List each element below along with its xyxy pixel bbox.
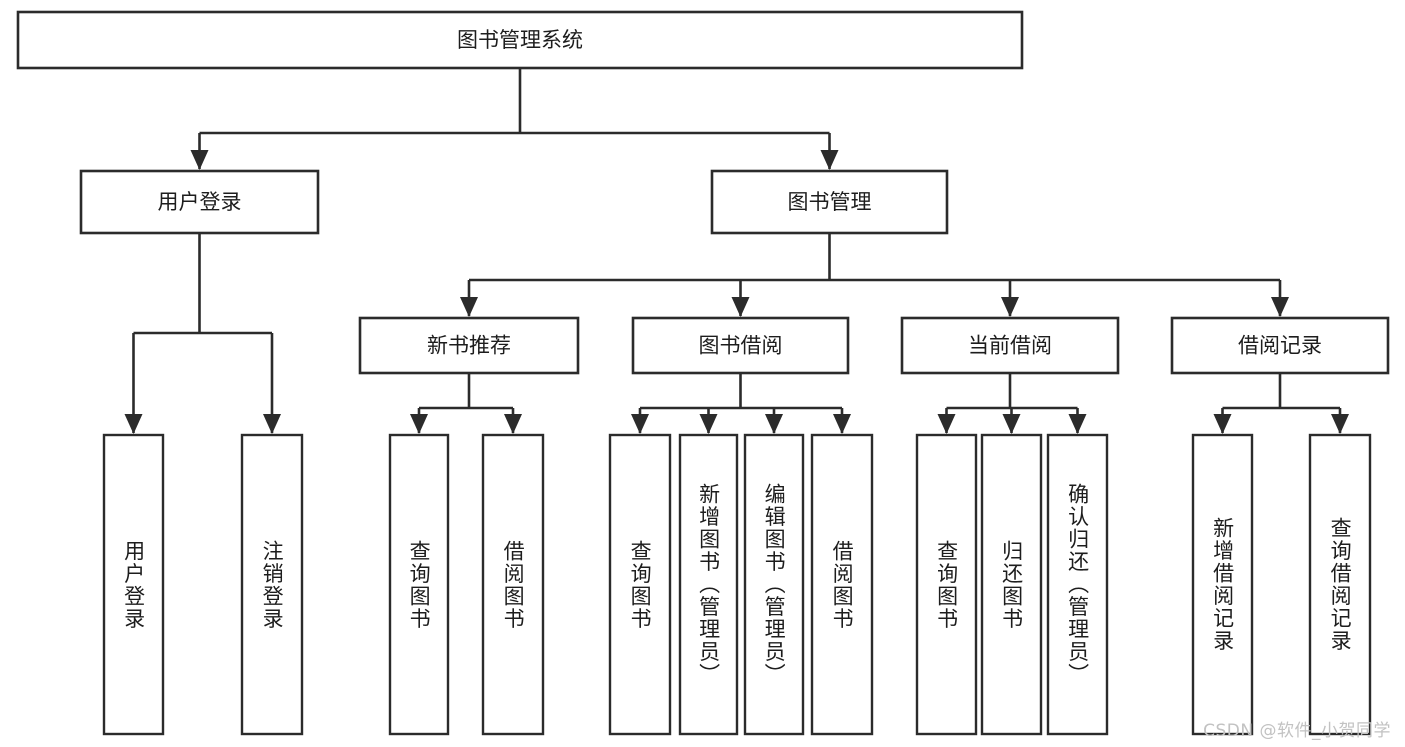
node-book-manage-label: 图书管理 xyxy=(788,190,872,214)
node-leaf-user-login[interactable] xyxy=(102,433,165,736)
node-leaf-return-book[interactable] xyxy=(980,433,1043,736)
csdn-watermark: CSDN @软件_小贺同学 xyxy=(1203,721,1391,741)
arrow-to-leaf-add-record-icon xyxy=(1213,414,1232,434)
node-leaf-edit-book[interactable] xyxy=(743,433,805,736)
node-current-borrow-label: 当前借阅 xyxy=(968,334,1052,358)
arrow-to-book-manage-icon xyxy=(820,150,839,170)
node-current-borrow[interactable] xyxy=(900,316,1120,375)
arrow-to-leaf-query-record-icon xyxy=(1331,414,1349,434)
node-leaf-borrow-book-2[interactable] xyxy=(810,433,874,736)
node-root[interactable] xyxy=(16,10,1024,70)
arrow-to-leaf-query-book-2-icon xyxy=(631,414,649,434)
arrow-to-current-borrow-icon xyxy=(1001,297,1019,317)
arrow-to-leaf-borrow-book-2-icon xyxy=(833,414,851,434)
node-borrow-record[interactable] xyxy=(1170,316,1390,375)
node-book-borrow-label: 图书借阅 xyxy=(699,334,783,358)
arrow-to-new-book-rec-icon xyxy=(460,297,478,317)
node-root-label: 图书管理系统 xyxy=(457,28,583,52)
node-leaf-query-book-2[interactable] xyxy=(608,433,672,736)
connector-layer xyxy=(124,68,1349,434)
node-new-book-rec[interactable] xyxy=(358,316,580,375)
node-user-login-label: 用户登录 xyxy=(158,190,242,214)
arrow-to-leaf-add-book-icon xyxy=(699,414,718,434)
arrow-to-leaf-borrow-book-1-icon xyxy=(504,414,522,434)
node-leaf-query-record[interactable] xyxy=(1308,433,1372,736)
arrow-to-leaf-user-logout-icon xyxy=(263,414,281,434)
node-leaf-borrow-book-1[interactable] xyxy=(481,433,545,736)
node-leaf-query-book-1[interactable] xyxy=(388,433,450,736)
node-leaf-query-book-3[interactable] xyxy=(915,433,978,736)
arrow-to-leaf-edit-book-icon xyxy=(765,414,783,434)
node-leaf-add-record[interactable] xyxy=(1191,433,1254,736)
node-book-manage[interactable] xyxy=(710,169,949,235)
box-layer xyxy=(16,10,1390,736)
arrow-to-user-login-icon xyxy=(190,150,209,170)
arrow-to-leaf-confirm-return-icon xyxy=(1068,414,1087,434)
arrow-to-book-borrow-icon xyxy=(731,297,750,317)
arrow-to-borrow-record-icon xyxy=(1271,297,1289,317)
node-leaf-add-book[interactable] xyxy=(678,433,739,736)
node-leaf-confirm-return[interactable] xyxy=(1046,433,1109,736)
node-borrow-record-label: 借阅记录 xyxy=(1238,334,1322,358)
node-book-borrow[interactable] xyxy=(631,316,850,375)
node-new-book-rec-label: 新书推荐 xyxy=(427,334,511,358)
node-leaf-user-logout[interactable] xyxy=(240,433,304,736)
arrow-to-leaf-query-book-1-icon xyxy=(410,414,428,434)
node-user-login[interactable] xyxy=(79,169,320,235)
arrow-to-leaf-query-book-3-icon xyxy=(937,414,956,434)
arrow-to-leaf-user-login-icon xyxy=(124,414,143,434)
arrow-to-leaf-return-book-icon xyxy=(1002,414,1021,434)
